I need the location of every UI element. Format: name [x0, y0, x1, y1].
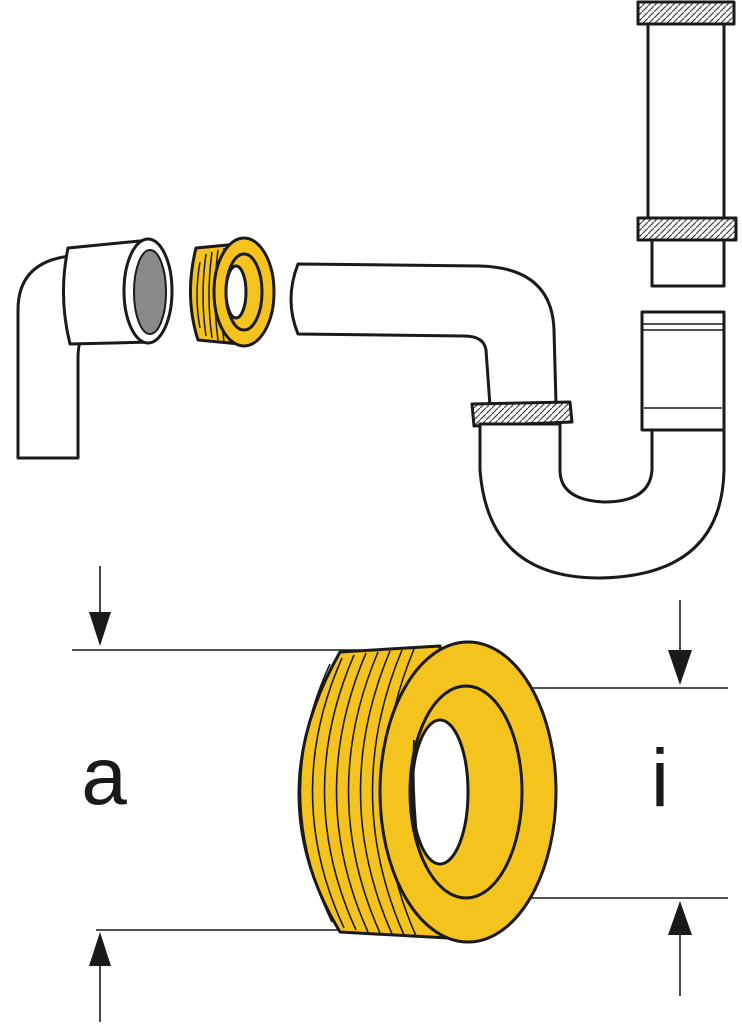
a-arrow-top-head [89, 612, 111, 646]
i-arrow-bottom-head [668, 901, 692, 935]
large-seal [297, 640, 558, 944]
upper-assembly [16, 0, 738, 580]
large-seal-threads [299, 648, 417, 937]
trap-u-bend [478, 422, 726, 580]
tailpiece-nut [636, 216, 738, 242]
tailpiece-lower [650, 236, 726, 288]
small-seal [189, 236, 276, 348]
trap-nut-upper [470, 400, 574, 428]
trap-horizontal-arm [289, 262, 558, 408]
dimension-lines [72, 566, 728, 1022]
label-a: a [81, 731, 127, 822]
i-arrow-top-head [668, 650, 692, 685]
a-arrow-bottom-head [89, 932, 111, 966]
label-i: i [651, 733, 669, 824]
tailpiece-top-nut [636, 0, 736, 26]
trap-riser [640, 310, 726, 432]
left-pipe-inner [133, 249, 167, 335]
large-seal-bore [410, 718, 470, 866]
tailpiece-upper [646, 20, 726, 220]
